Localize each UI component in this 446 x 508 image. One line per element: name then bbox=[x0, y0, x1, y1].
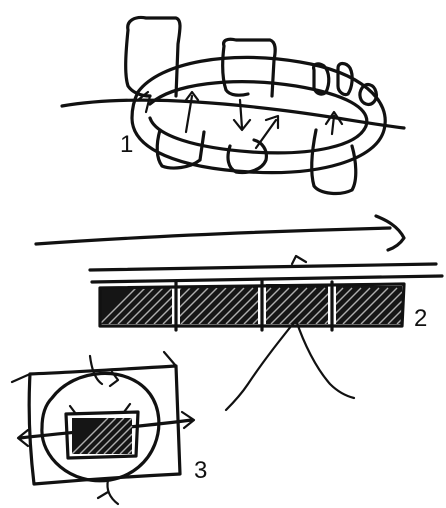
figure-3-section-sketch: 3 bbox=[12, 352, 207, 504]
figure-3-label: 3 bbox=[194, 457, 207, 484]
hatched-strip bbox=[100, 280, 404, 330]
frame-corner-tick-left bbox=[12, 374, 30, 382]
figure-2-label: 2 bbox=[414, 305, 427, 332]
callout-line-right bbox=[296, 320, 354, 398]
arrow-diag-1 bbox=[256, 116, 278, 148]
figure-1-label: 1 bbox=[120, 131, 133, 158]
figure-1-ring-sketch: 1 bbox=[62, 18, 404, 194]
frame-corner-tick-right bbox=[164, 352, 176, 366]
strip-top-line-1 bbox=[90, 264, 436, 270]
loop-top-center bbox=[223, 39, 276, 96]
ring-outer-ellipse bbox=[132, 57, 385, 172]
callout-line-left bbox=[226, 320, 296, 410]
loop-top-left bbox=[126, 18, 180, 97]
circle-bottom-mark bbox=[98, 480, 118, 504]
hatched-block-4 bbox=[336, 286, 402, 324]
loop-bottom-center bbox=[228, 140, 266, 173]
figure-2-strip-sketch: 2 bbox=[36, 216, 442, 410]
long-arrow-line bbox=[36, 216, 404, 250]
strip-marker bbox=[292, 256, 306, 264]
arrow-up-1 bbox=[186, 92, 198, 132]
strip-top-line-2 bbox=[92, 276, 442, 282]
